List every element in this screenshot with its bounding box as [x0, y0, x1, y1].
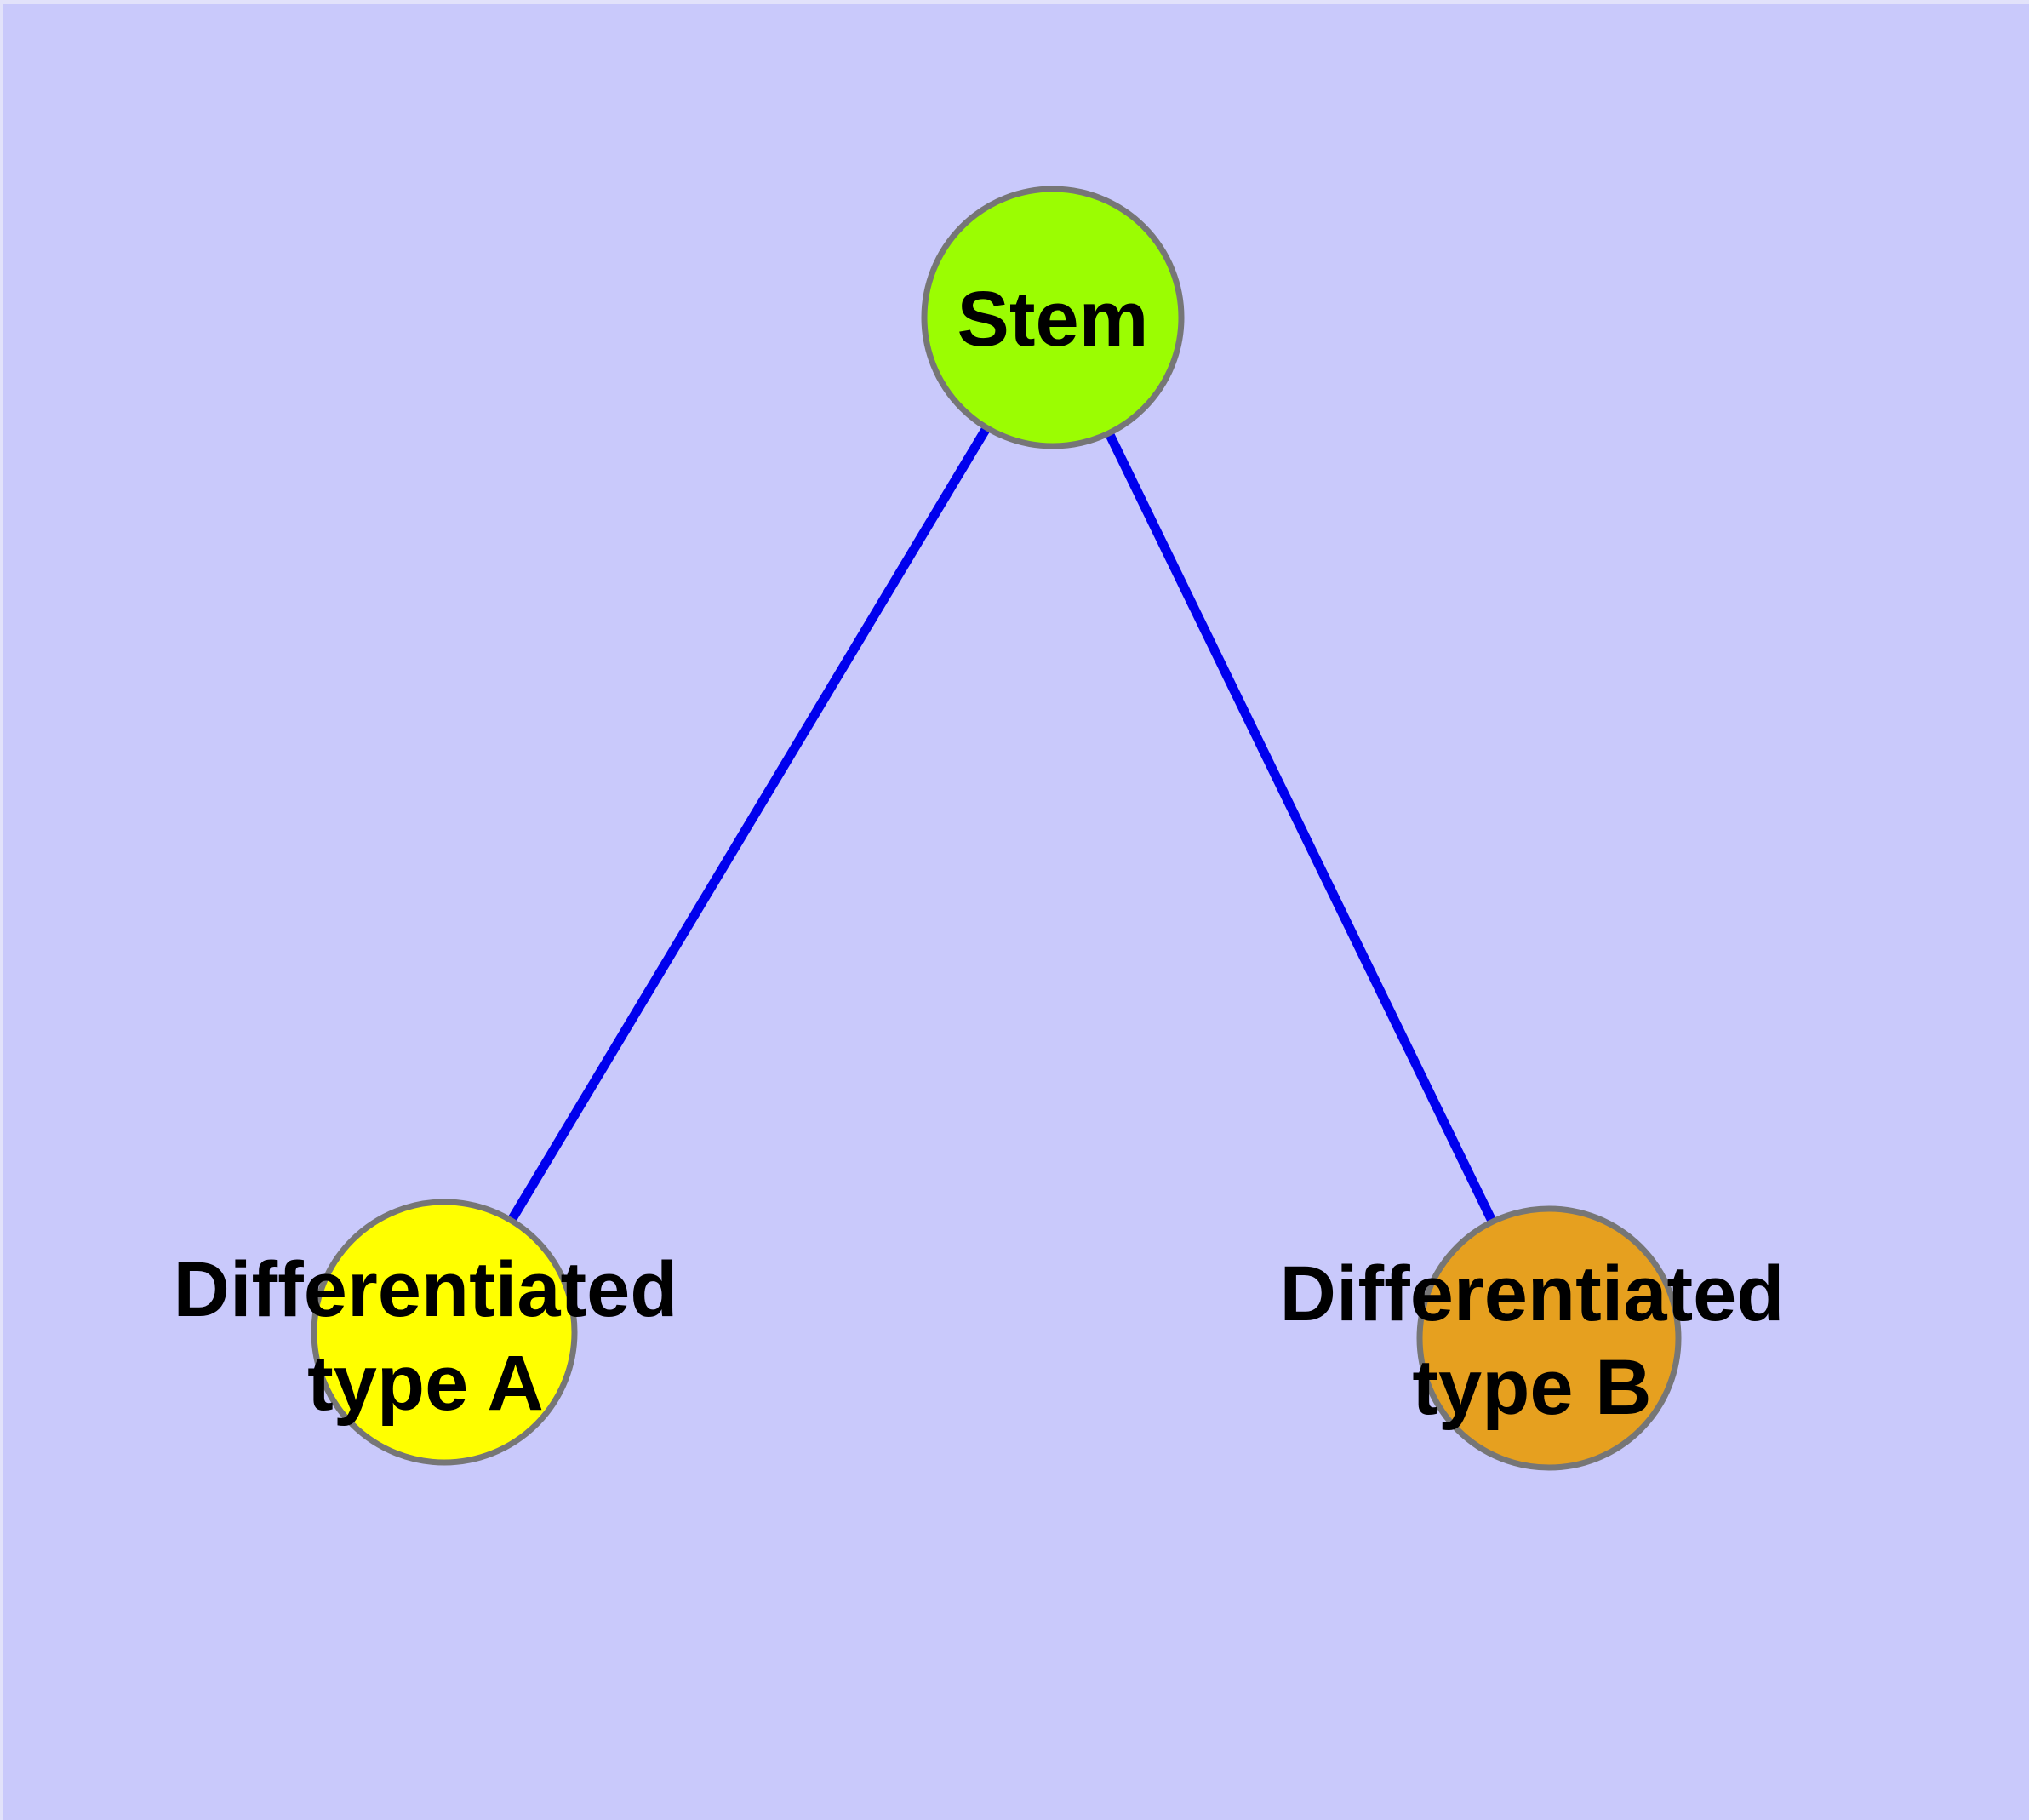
node-type-b-label-line1: Differentiated — [1279, 1251, 1785, 1337]
window-edge-top-highlight — [0, 0, 2029, 4]
node-stem-circle — [921, 186, 1185, 449]
node-type-b-label-line2: type B — [1412, 1344, 1652, 1431]
node-type-a-label: Differentiated type A — [174, 1243, 678, 1430]
node-stem-label: Stem — [957, 272, 1149, 366]
node-type-b-label: Differentiated type B — [1280, 1247, 1785, 1434]
window-edge-left-highlight — [0, 0, 3, 1820]
edge-stem-to-type-b — [1049, 315, 1553, 1341]
node-type-a-label-line1: Differentiated — [173, 1246, 678, 1333]
node-type-b-circle — [1416, 1205, 1682, 1471]
edge-stem-to-type-a — [440, 315, 1057, 1335]
node-type-a-label-line2: type A — [307, 1340, 544, 1427]
node-stem-label-text: Stem — [957, 276, 1149, 363]
node-type-a-circle — [311, 1199, 578, 1466]
